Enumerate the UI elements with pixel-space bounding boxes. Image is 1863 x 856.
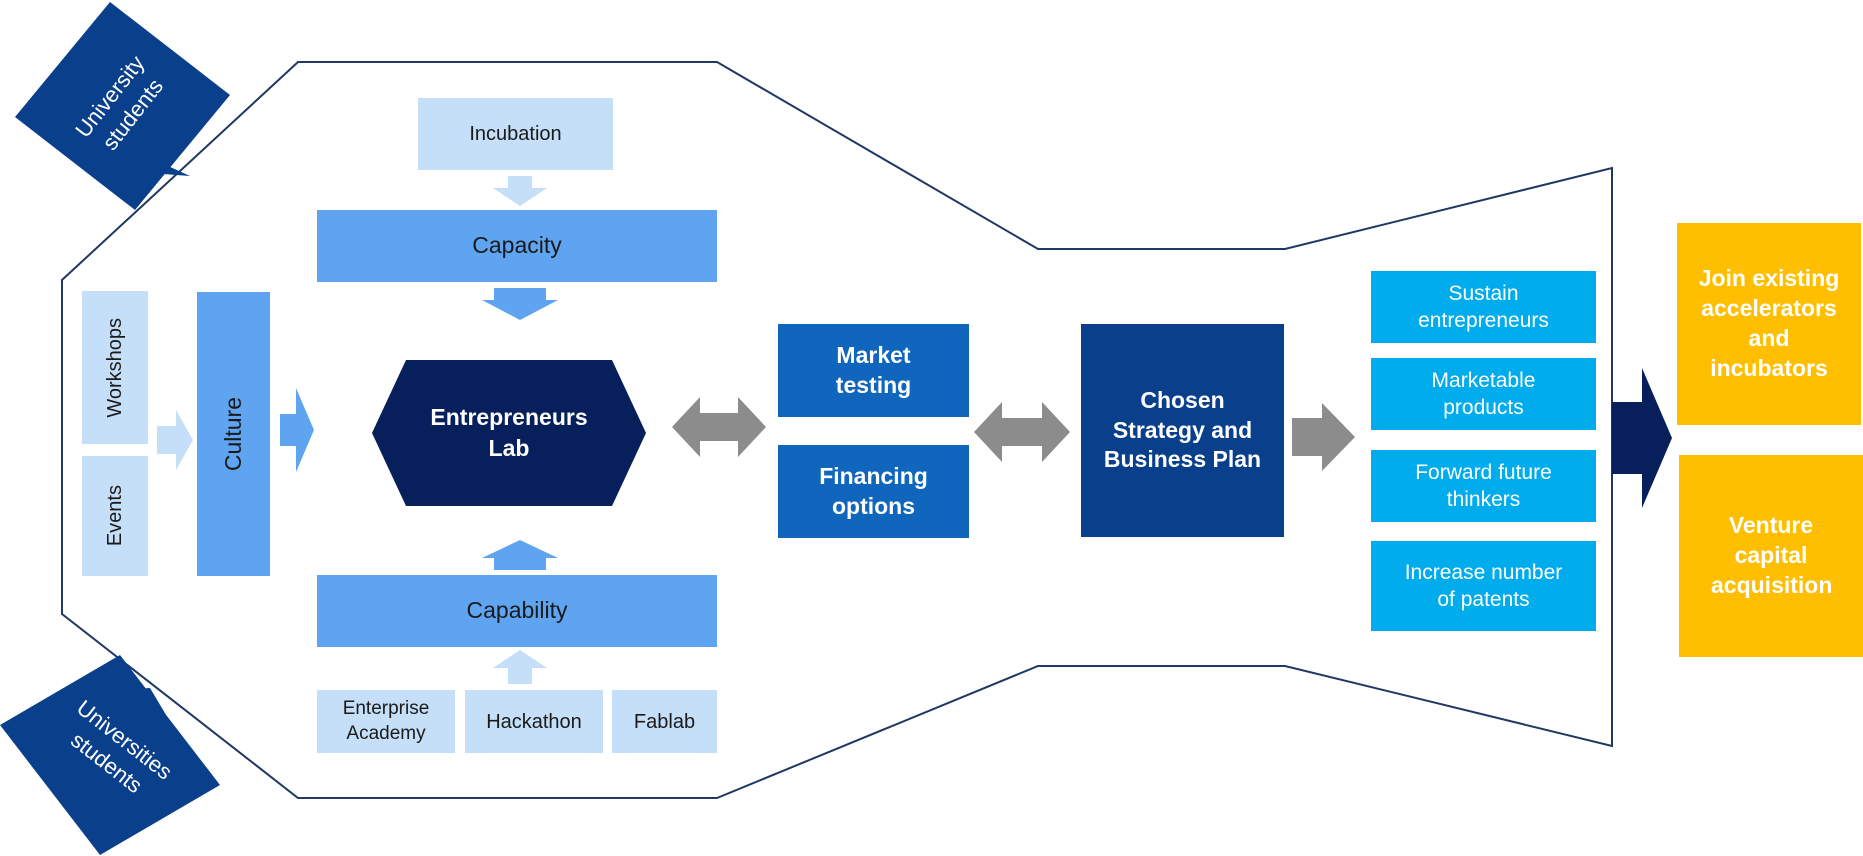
outcome-marketable-products: Marketable products xyxy=(1371,358,1596,430)
financing-options-box: Financing options xyxy=(778,445,969,538)
entrepreneurs-lab-label: Entrepreneurs Lab xyxy=(430,403,588,461)
universities-students-banner xyxy=(0,655,220,855)
capacity-box: Capacity xyxy=(317,210,717,282)
venture-capital-box: Venture capital acquisition xyxy=(1679,455,1863,657)
enterprise-academy-box: Enterprise Academy xyxy=(317,690,455,753)
incubation-box: Incubation xyxy=(418,98,613,170)
chosen-strategy-box: Chosen Strategy and Business Plan xyxy=(1081,324,1284,537)
capability-box: Capability xyxy=(317,575,717,647)
outcome-sustain-entrepreneurs: Sustain entrepreneurs xyxy=(1371,271,1596,343)
events-box: Events xyxy=(82,456,148,576)
arrow-incubation-to-capacity xyxy=(493,176,547,206)
culture-label: Culture xyxy=(219,396,246,472)
join-accelerators-box: Join existing accelerators and incubator… xyxy=(1677,223,1861,425)
arrow-outcomes-to-exits xyxy=(1612,368,1672,508)
culture-box: Culture xyxy=(197,292,270,576)
hackathon-box: Hackathon xyxy=(465,690,603,753)
outcome-forward-future-thinkers: Forward future thinkers xyxy=(1371,450,1596,522)
outcome-increase-patents: Increase number of patents xyxy=(1371,541,1596,631)
fablab-box: Fablab xyxy=(612,690,717,753)
arrow-to-culture xyxy=(157,410,193,470)
arrow-capacity-to-lab xyxy=(482,288,558,320)
arrow-capability-to-lab xyxy=(482,540,558,570)
entrepreneurs-lab-hexagon xyxy=(372,360,646,506)
double-arrow-lab-market xyxy=(672,397,766,457)
workshops-label: Workshops xyxy=(104,317,126,418)
workshops-box: Workshops xyxy=(82,291,148,444)
arrow-strategy-to-outcomes xyxy=(1292,403,1355,471)
arrow-programs-to-capability xyxy=(493,650,547,684)
arrow-culture-to-lab xyxy=(280,388,314,472)
events-label: Events xyxy=(104,485,126,547)
university-students-banner xyxy=(15,2,230,210)
market-testing-box: Market testing xyxy=(778,324,969,417)
double-arrow-market-strategy xyxy=(974,402,1070,462)
